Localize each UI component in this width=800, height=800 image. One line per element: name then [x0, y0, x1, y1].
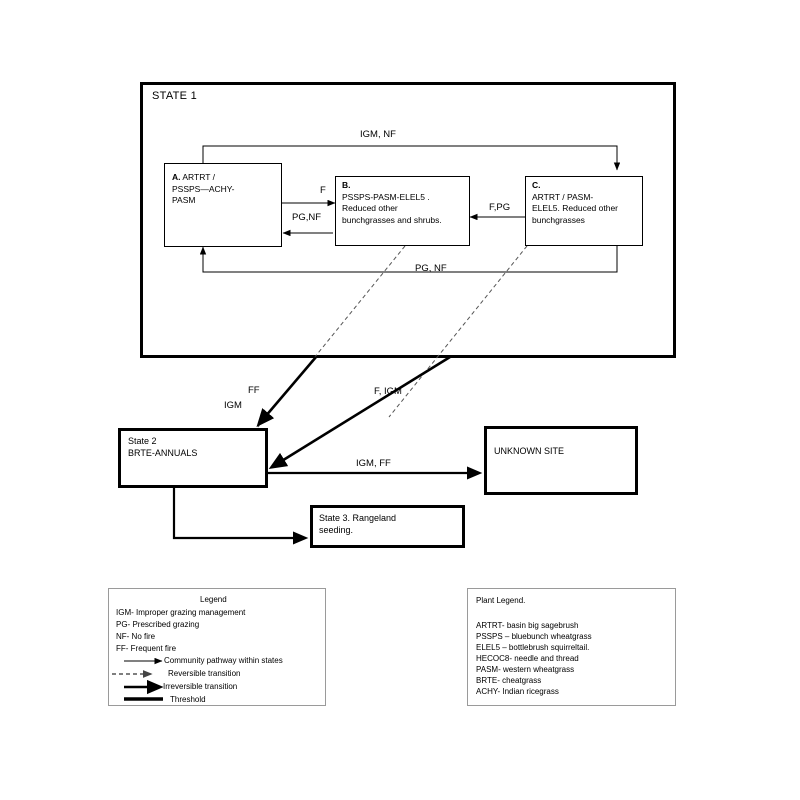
label-ff: FF	[248, 385, 260, 396]
phase-box-b-body: PSSPS-PASM-ELEL5 . Reduced other bunchgr…	[342, 191, 442, 225]
label-f-pg-c-to-b: F,PG	[489, 202, 511, 213]
label-pg-nf-bottom: PG, NF	[415, 263, 447, 274]
state2-line1: State 2	[128, 436, 157, 446]
arrow-state2-to-state3	[172, 488, 309, 545]
label-f-a-to-b: F	[320, 185, 326, 196]
plant-legend-entry-achy: ACHY- Indian ricegrass	[476, 687, 559, 696]
plant-legend-entry-brte: BRTE- cheatgrass	[476, 676, 542, 685]
label-igm-ff: IGM, FF	[356, 458, 391, 469]
phase-box-b[interactable]	[335, 176, 470, 246]
phase-box-a-body: ARTRT / PSSPS—ACHY- PASM	[172, 172, 235, 205]
unknown-site-label: UNKNOWN SITE	[494, 446, 565, 456]
state2-box[interactable]	[118, 428, 268, 488]
phase-box-c-text: C. ARTRT / PASM- ELEL5. Reduced other bu…	[532, 180, 644, 226]
legend-abbr-pg: PG- Prescribed grazing	[116, 620, 200, 629]
phase-box-c-prefix: C.	[532, 180, 541, 190]
plant-legend-entry-hecoc8: HECOC8- needle and thread	[476, 654, 579, 663]
phase-box-a-prefix: A.	[172, 172, 181, 182]
state3-box[interactable]	[310, 505, 465, 548]
arrow-f-igm-to-state2	[268, 355, 451, 470]
label-igm: IGM	[224, 400, 242, 411]
plant-legend-title: Plant Legend.	[476, 596, 526, 605]
legend-abbr-igm: IGM- Improper grazing management	[116, 608, 246, 617]
legend-symbol-label-reversible: Reversible transition	[168, 669, 241, 678]
plant-legend-box	[467, 588, 676, 706]
plant-legend-entry-elel5: ELEL5 – bottlebrush squirreltail.	[476, 643, 590, 652]
phase-box-c-body: ARTRT / PASM- ELEL5. Reduced other bunch…	[532, 191, 619, 225]
plant-legend-entry-artrt: ARTRT- basin big sagebrush	[476, 621, 579, 630]
plant-legend-entry-pssps: PSSPS – bluebunch wheatgrass	[476, 632, 592, 641]
phase-box-b-prefix: B.	[342, 180, 351, 190]
phase-box-a[interactable]	[164, 163, 282, 247]
legend-title: Legend	[200, 595, 227, 604]
label-igm-nf-top: IGM, NF	[360, 129, 396, 140]
unknown-site-box[interactable]	[484, 426, 638, 495]
legend-symbol-label-irreversible: Irreversible transition	[163, 682, 238, 691]
arrow-ff-igm-to-state2	[256, 356, 317, 427]
legend-symbol-label-community: Community pathway within states	[164, 656, 283, 665]
state3-line2: seeding.	[319, 525, 354, 535]
legend-abbr-ff: FF- Frequent fire	[116, 644, 177, 653]
legend-symbol-label-threshold: Threshold	[170, 695, 206, 704]
state1-title: STATE 1	[152, 90, 198, 102]
state2-line2: BRTE-ANNUALS	[128, 448, 198, 458]
phase-box-a-text: A. ARTRT / PSSPS—ACHY- PASM	[172, 172, 278, 207]
label-pg-nf-b-to-a: PG,NF	[292, 212, 322, 223]
phase-box-c[interactable]	[525, 176, 643, 246]
phase-box-b-text: B. PSSPS-PASM-ELEL5 . Reduced other bunc…	[342, 180, 470, 226]
state3-line1: State 3. Rangeland	[319, 513, 397, 523]
legend-abbr-nf: NF- No fire	[116, 632, 156, 641]
plant-legend-entry-pasm: PASM- western wheatgrass	[476, 665, 575, 674]
label-f-igm: F, IGM	[374, 386, 402, 397]
